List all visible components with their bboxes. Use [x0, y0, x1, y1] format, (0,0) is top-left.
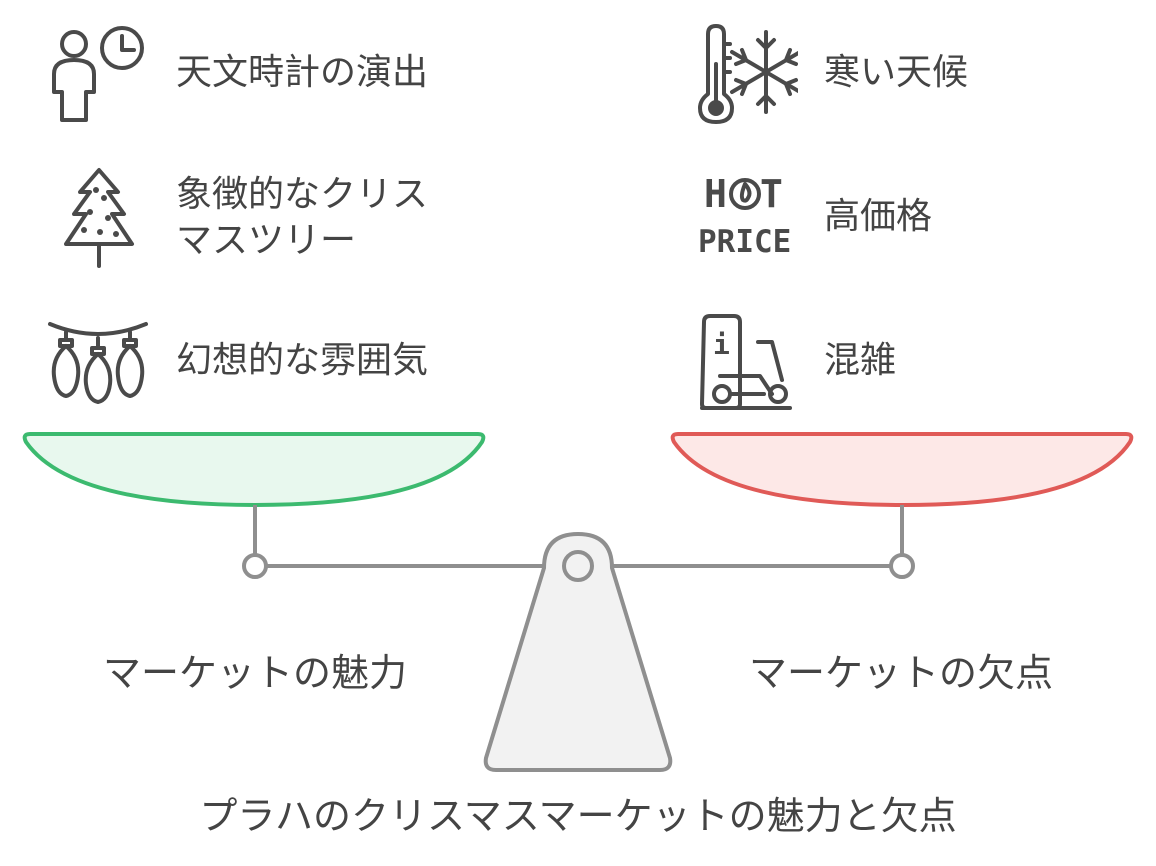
cons-item-high-prices: 高価格: [824, 196, 933, 237]
cons-item-cold-weather: 寒い天候: [824, 52, 969, 93]
right-pivot: [889, 553, 915, 579]
left-pivot: [242, 553, 268, 579]
pros-item-atmosphere: 幻想的な雰囲気: [176, 340, 429, 381]
fulcrum: [483, 531, 673, 772]
scooter-graphic: [700, 314, 792, 410]
christmas-tree-icon: [64, 168, 134, 268]
center-pivot: [562, 550, 594, 582]
scooter-info-icon: i: [700, 314, 794, 410]
cons-pan: [670, 432, 1134, 508]
diagram-title: プラハのクリスマスマーケットの魅力と欠点: [199, 794, 957, 838]
hot-price-icon: H T PRICE: [698, 170, 798, 266]
hot-letter-h: H: [704, 172, 727, 216]
hot-letter-t: T: [760, 172, 783, 216]
cons-heading: マーケットの欠点: [748, 651, 1053, 695]
price-text: PRICE: [698, 224, 792, 260]
thermometer-snowflake-icon: [698, 24, 798, 124]
pros-item-astronomical-clock: 天文時計の演出: [176, 52, 429, 93]
cons-item-crowds: 混雑: [824, 340, 897, 381]
pros-heading: マーケットの魅力: [102, 651, 407, 695]
pros-pan: [22, 432, 486, 508]
info-letter: i: [713, 328, 730, 361]
pros-item-christmas-tree: 象徴的なクリス マスツリー: [176, 174, 429, 261]
flame-icon: [729, 178, 761, 210]
string-lights-icon: [48, 322, 148, 404]
person-clock-icon: [52, 26, 144, 122]
